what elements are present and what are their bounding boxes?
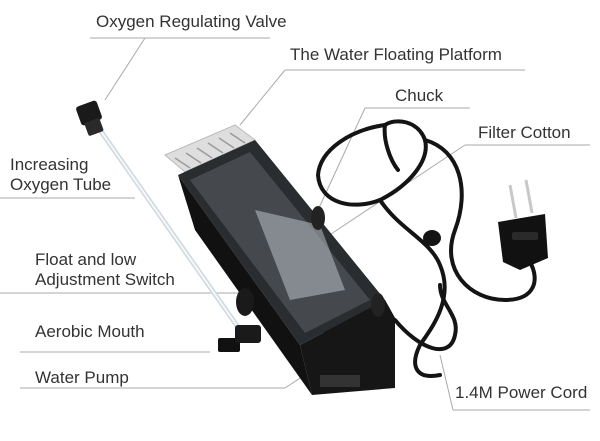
float-switch-knob [236, 288, 254, 316]
filter-cotton-area [255, 210, 345, 300]
label-chuck: Chuck [395, 86, 444, 105]
pump-label-plate [320, 375, 360, 387]
label-increasing-oxygen-tube-line1: Increasing [10, 155, 89, 174]
label-oxygen-regulating-valve: Oxygen Regulating Valve [96, 12, 287, 31]
leader-oxygen-valve-diag [104, 37, 146, 101]
label-water-floating-platform: The Water Floating Platform [290, 45, 502, 64]
power-cord [315, 119, 537, 378]
lower-suction-cup [371, 293, 385, 317]
cord-clip [423, 230, 441, 246]
chuck-suction-cup [311, 206, 325, 230]
label-power-cord: 1.4M Power Cord [455, 383, 588, 402]
leader-power-cord-diag [439, 354, 454, 411]
label-float-switch-line1: Float and low [35, 250, 137, 269]
label-filter-cotton: Filter Cotton [478, 123, 571, 142]
aerobic-mouth-nozzle [218, 338, 240, 352]
oxygen-valve-knob [76, 100, 104, 136]
oxygen-tube [76, 100, 243, 333]
leader-platform-diag [239, 69, 286, 126]
filter-device [164, 124, 395, 395]
power-plug [498, 179, 548, 270]
label-water-pump: Water Pump [35, 368, 129, 387]
label-aerobic-mouth: Aerobic Mouth [35, 322, 145, 341]
label-increasing-oxygen-tube-line2: Oxygen Tube [10, 175, 112, 194]
label-float-switch-line2: Adjustment Switch [35, 270, 175, 289]
